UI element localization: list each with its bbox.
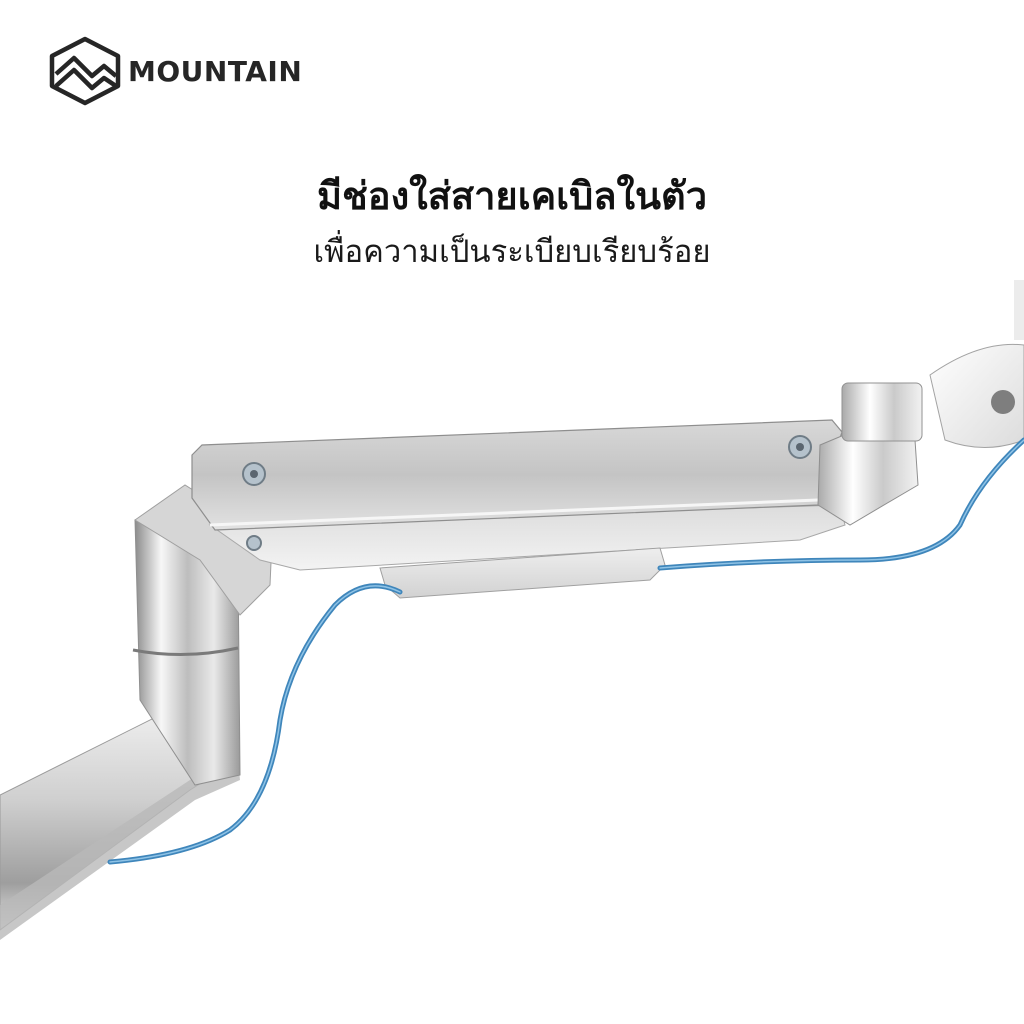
monitor-edge <box>1014 280 1024 340</box>
lower-arm-edge <box>0 760 240 940</box>
vesa-head <box>929 343 1024 448</box>
screw-right <box>788 435 812 459</box>
brand-name: MOUNTAIN <box>128 54 303 88</box>
mountain-logo-icon <box>49 36 121 106</box>
brand-header: MOUNTAIN <box>48 36 302 106</box>
feature-subline: เพื่อความเป็นระเบียบเรียบร้อย <box>313 234 711 270</box>
elbow-ring <box>132 646 239 657</box>
elbow-top <box>134 484 273 616</box>
feature-headline: มีช่องใส่สายเคเบิลในตัว <box>316 174 708 218</box>
tilt-knuckle <box>841 382 923 442</box>
screw-left <box>242 462 266 486</box>
screw-small <box>246 535 262 551</box>
